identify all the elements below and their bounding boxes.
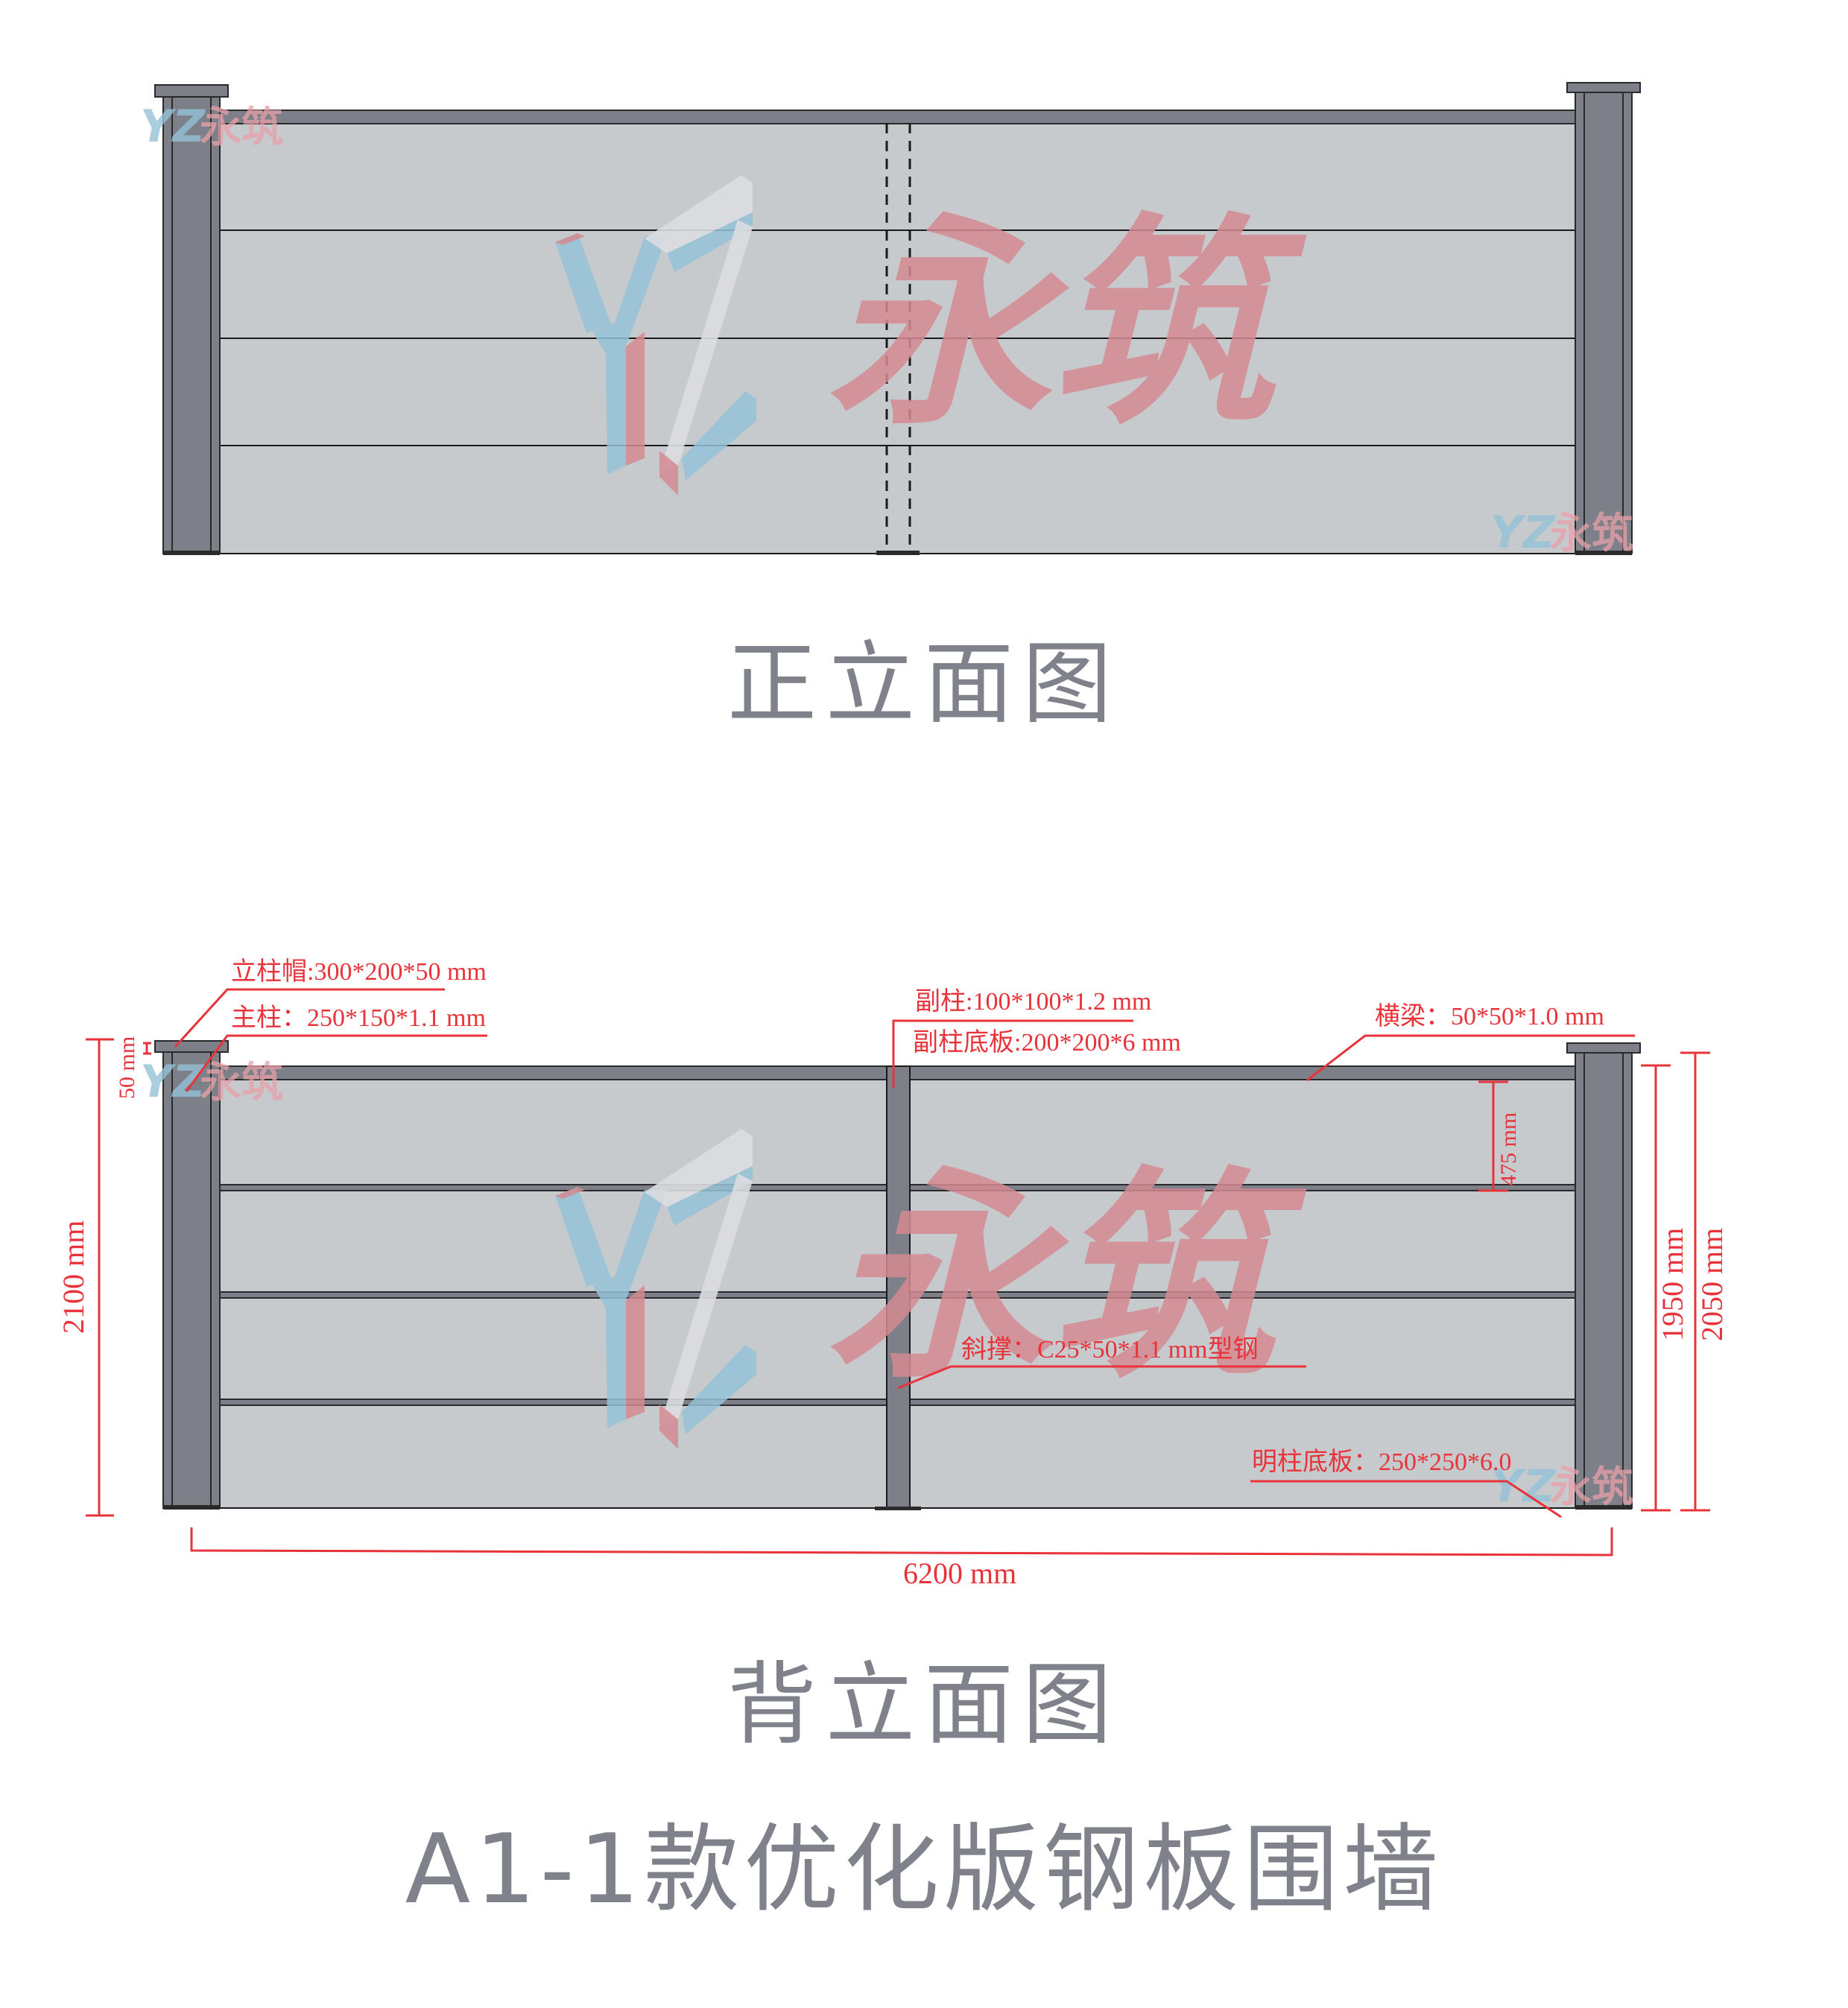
- annotation-leaders: [174, 988, 1635, 1518]
- back-elevation: 永筑 立柱帽:300*200*50 mm 主柱：250*150*1.1 mm 副…: [57, 957, 1729, 1590]
- dimension-cap-height: 50 mm: [115, 1036, 139, 1099]
- svg-text:永筑: 永筑: [827, 192, 1309, 455]
- watermark-logo-small: [1490, 507, 1633, 559]
- watermark-logo-large: 永筑: [555, 175, 1309, 495]
- watermark-logo-small: [140, 1056, 283, 1108]
- back-right-post: [1566, 1042, 1641, 1510]
- annotation-sub-post: 副柱:100*100*1.2 mm: [915, 987, 1151, 1016]
- watermark-logo-small: [1490, 1460, 1633, 1513]
- back-right-post-cap: [1566, 1042, 1641, 1054]
- front-left-post-cap: [154, 84, 229, 98]
- dimension-panel-row-height: 475 mm: [1496, 1112, 1521, 1186]
- front-left-post: [154, 84, 229, 555]
- watermark-logo-large: 永筑: [555, 1129, 1309, 1449]
- annotation-sub-post-base: 副柱底板:200*200*6 mm: [913, 1028, 1181, 1057]
- front-elevation: 永筑: [140, 82, 1641, 559]
- watermark-logo-small: [140, 101, 283, 153]
- front-elevation-title: 正立面图: [727, 633, 1121, 736]
- annotation-crossbeam: 横梁：50*50*1.0 mm: [1375, 1002, 1604, 1030]
- back-elevation-title: 背立面图: [727, 1653, 1121, 1757]
- annotation-main-post: 主柱：250*150*1.1 mm: [231, 1004, 486, 1032]
- annotation-brace: 斜撑：C25*50*1.1 mm型钢: [961, 1335, 1259, 1364]
- back-sub-post: [875, 1065, 921, 1510]
- dimension-total-height-left: 2100 mm: [57, 1220, 90, 1334]
- dimension-total-width: 6200 mm: [903, 1556, 1016, 1590]
- dimension-lines: [86, 1038, 1710, 1556]
- front-right-post-cap: [1566, 82, 1641, 93]
- dimension-wall-height-right: 1950 mm: [1656, 1228, 1689, 1341]
- annotation-post-cap: 立柱帽:300*200*50 mm: [231, 957, 487, 986]
- front-top-beam: [218, 110, 1576, 124]
- annotation-post-base: 明柱底板：250*250*6.0: [1252, 1448, 1512, 1476]
- svg-text:永筑: 永筑: [827, 1146, 1309, 1409]
- back-left-post: [154, 1040, 229, 1510]
- page-title: A1-1款优化版钢板围墙: [405, 1814, 1443, 1925]
- front-right-post: [1566, 82, 1641, 555]
- dimension-post-height-right: 2050 mm: [1695, 1228, 1729, 1341]
- back-sub-post-base-plate: [875, 1507, 921, 1510]
- back-left-post-cap: [154, 1040, 229, 1053]
